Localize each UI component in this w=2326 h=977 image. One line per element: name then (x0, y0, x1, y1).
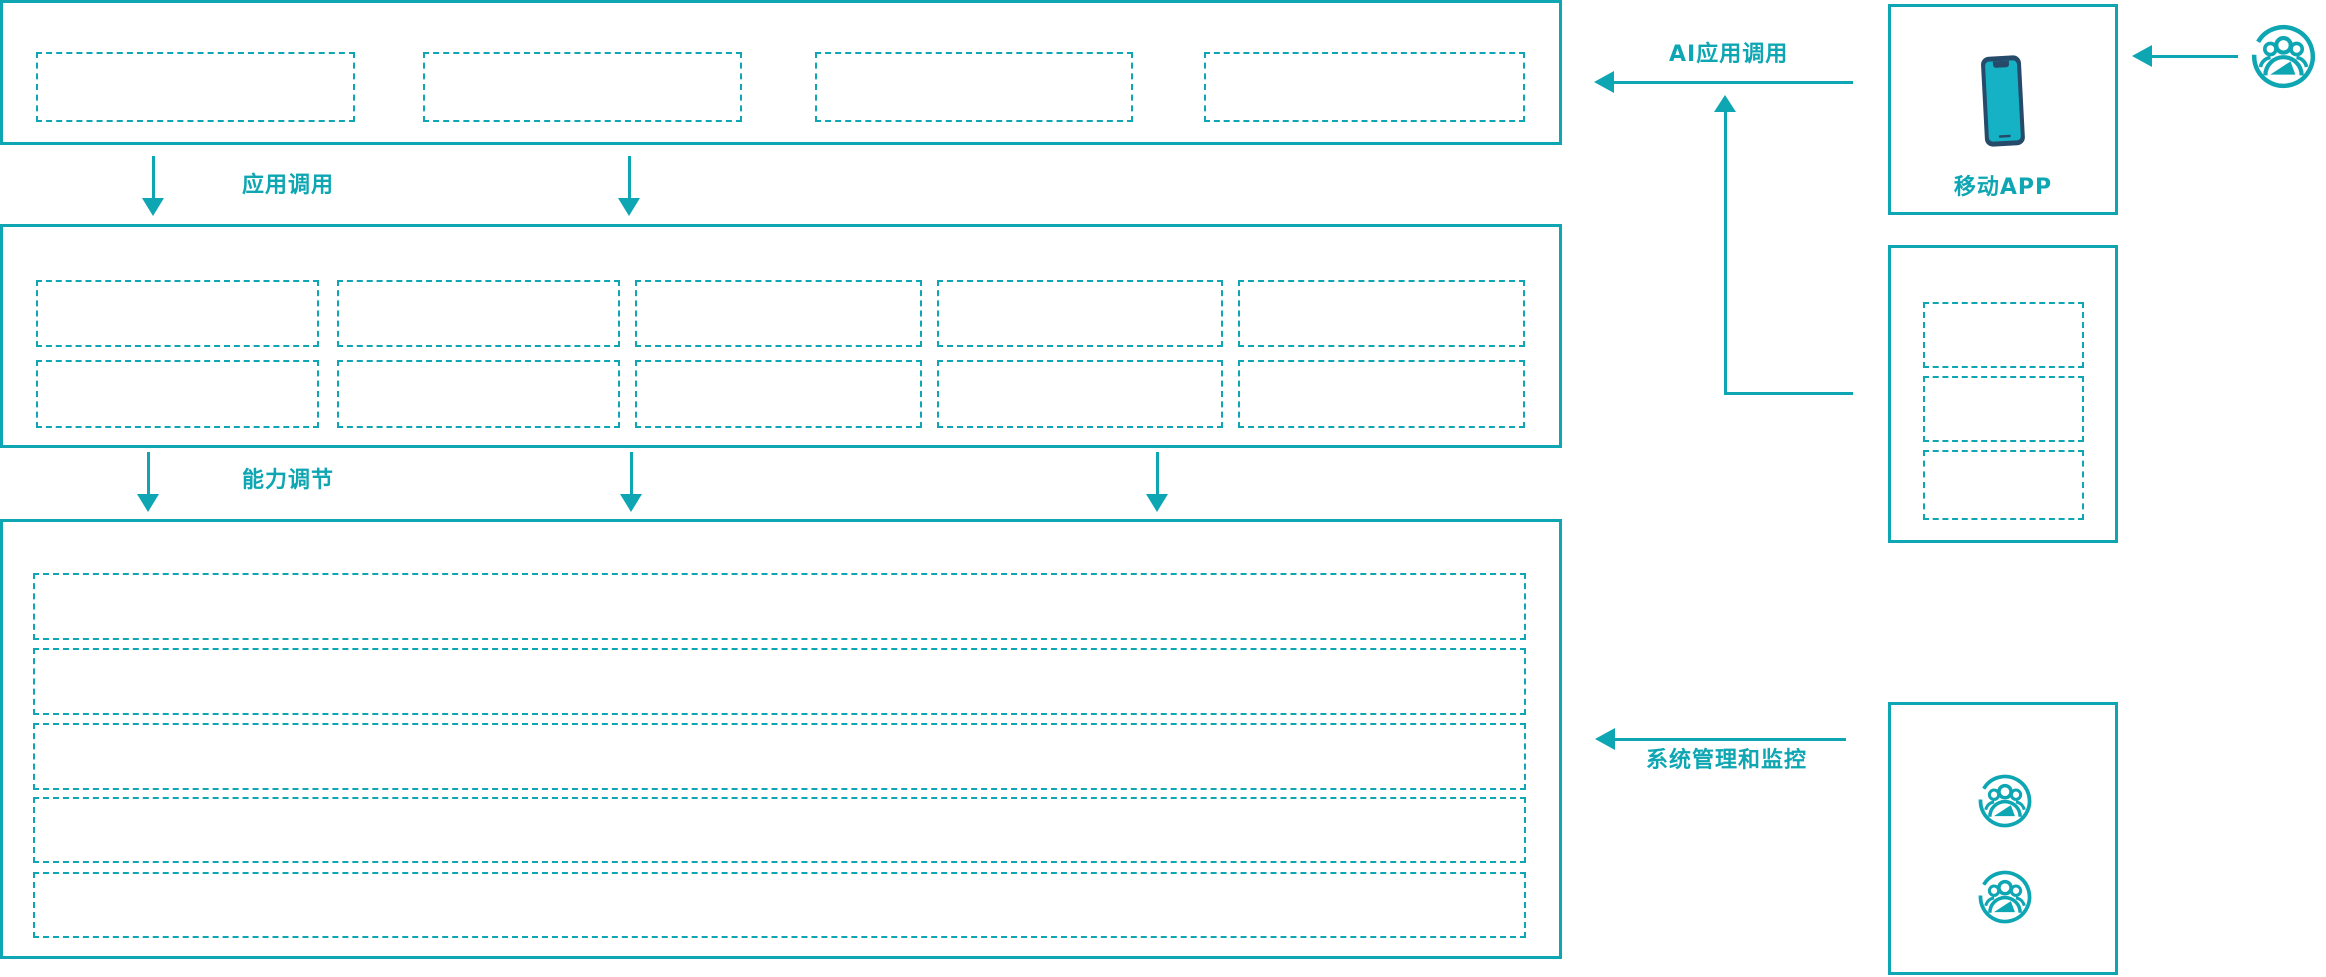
placeholder-box (1923, 376, 2084, 442)
placeholder-box (36, 52, 355, 122)
placeholder-box (1204, 52, 1525, 122)
app-call-arrowhead (618, 198, 640, 216)
placeholder-box (337, 280, 620, 347)
platform-connector-vline (1724, 112, 1727, 394)
system-management-arrow-line (1615, 738, 1846, 741)
app-call-arrow-line (152, 156, 155, 200)
placeholder-box (36, 280, 319, 347)
user-to-app-arrow-line (2150, 55, 2238, 58)
placeholder-box (1238, 360, 1525, 428)
admin-box (1888, 702, 2118, 975)
app-call-arrow-line (628, 156, 631, 200)
placeholder-row (33, 797, 1526, 863)
system-management-arrowhead (1595, 728, 1615, 750)
users-icon (1977, 773, 2033, 829)
capability-adjust-label: 能力调节 (242, 468, 335, 493)
placeholder-box (635, 360, 922, 428)
app-call-label: 应用调用 (242, 173, 335, 198)
placeholder-row (33, 573, 1526, 640)
smartphone-icon (1979, 53, 2027, 151)
capability-arrow-line (1156, 452, 1159, 496)
placeholder-box (1923, 450, 2084, 520)
middle-layer-box (0, 224, 1562, 448)
mobile-app-box: 移动APP (1888, 4, 2118, 215)
capability-arrowhead (620, 494, 642, 512)
placeholder-box (36, 360, 319, 428)
placeholder-row (33, 723, 1526, 790)
bottom-layer-box (0, 519, 1562, 959)
placeholder-row (33, 872, 1526, 938)
capability-arrowhead (137, 494, 159, 512)
capability-arrow-line (147, 452, 150, 496)
capability-arrow-line (630, 452, 633, 496)
user-to-app-arrowhead (2132, 45, 2152, 67)
ai-app-call-arrow-line (1612, 81, 1853, 84)
top-layer-box (0, 0, 1562, 145)
platform-connector-hline (1724, 392, 1853, 395)
platform-box (1888, 245, 2118, 543)
users-icon (2250, 23, 2317, 90)
capability-arrowhead (1146, 494, 1168, 512)
ai-app-call-label: AI应用调用 (1669, 42, 1789, 67)
placeholder-box (1238, 280, 1525, 347)
platform-connector-arrowhead (1714, 95, 1736, 112)
placeholder-box (635, 280, 922, 347)
mobile-app-label: 移动APP (1953, 175, 2053, 200)
ai-app-call-arrowhead (1594, 71, 1614, 93)
app-call-arrowhead (142, 198, 164, 216)
placeholder-box (337, 360, 620, 428)
placeholder-box (1923, 302, 2084, 368)
placeholder-row (33, 648, 1526, 715)
placeholder-box (937, 280, 1223, 347)
users-icon (1977, 869, 2033, 925)
placeholder-box (937, 360, 1223, 428)
placeholder-box (423, 52, 742, 122)
system-management-label: 系统管理和监控 (1646, 748, 1808, 773)
placeholder-box (815, 52, 1133, 122)
